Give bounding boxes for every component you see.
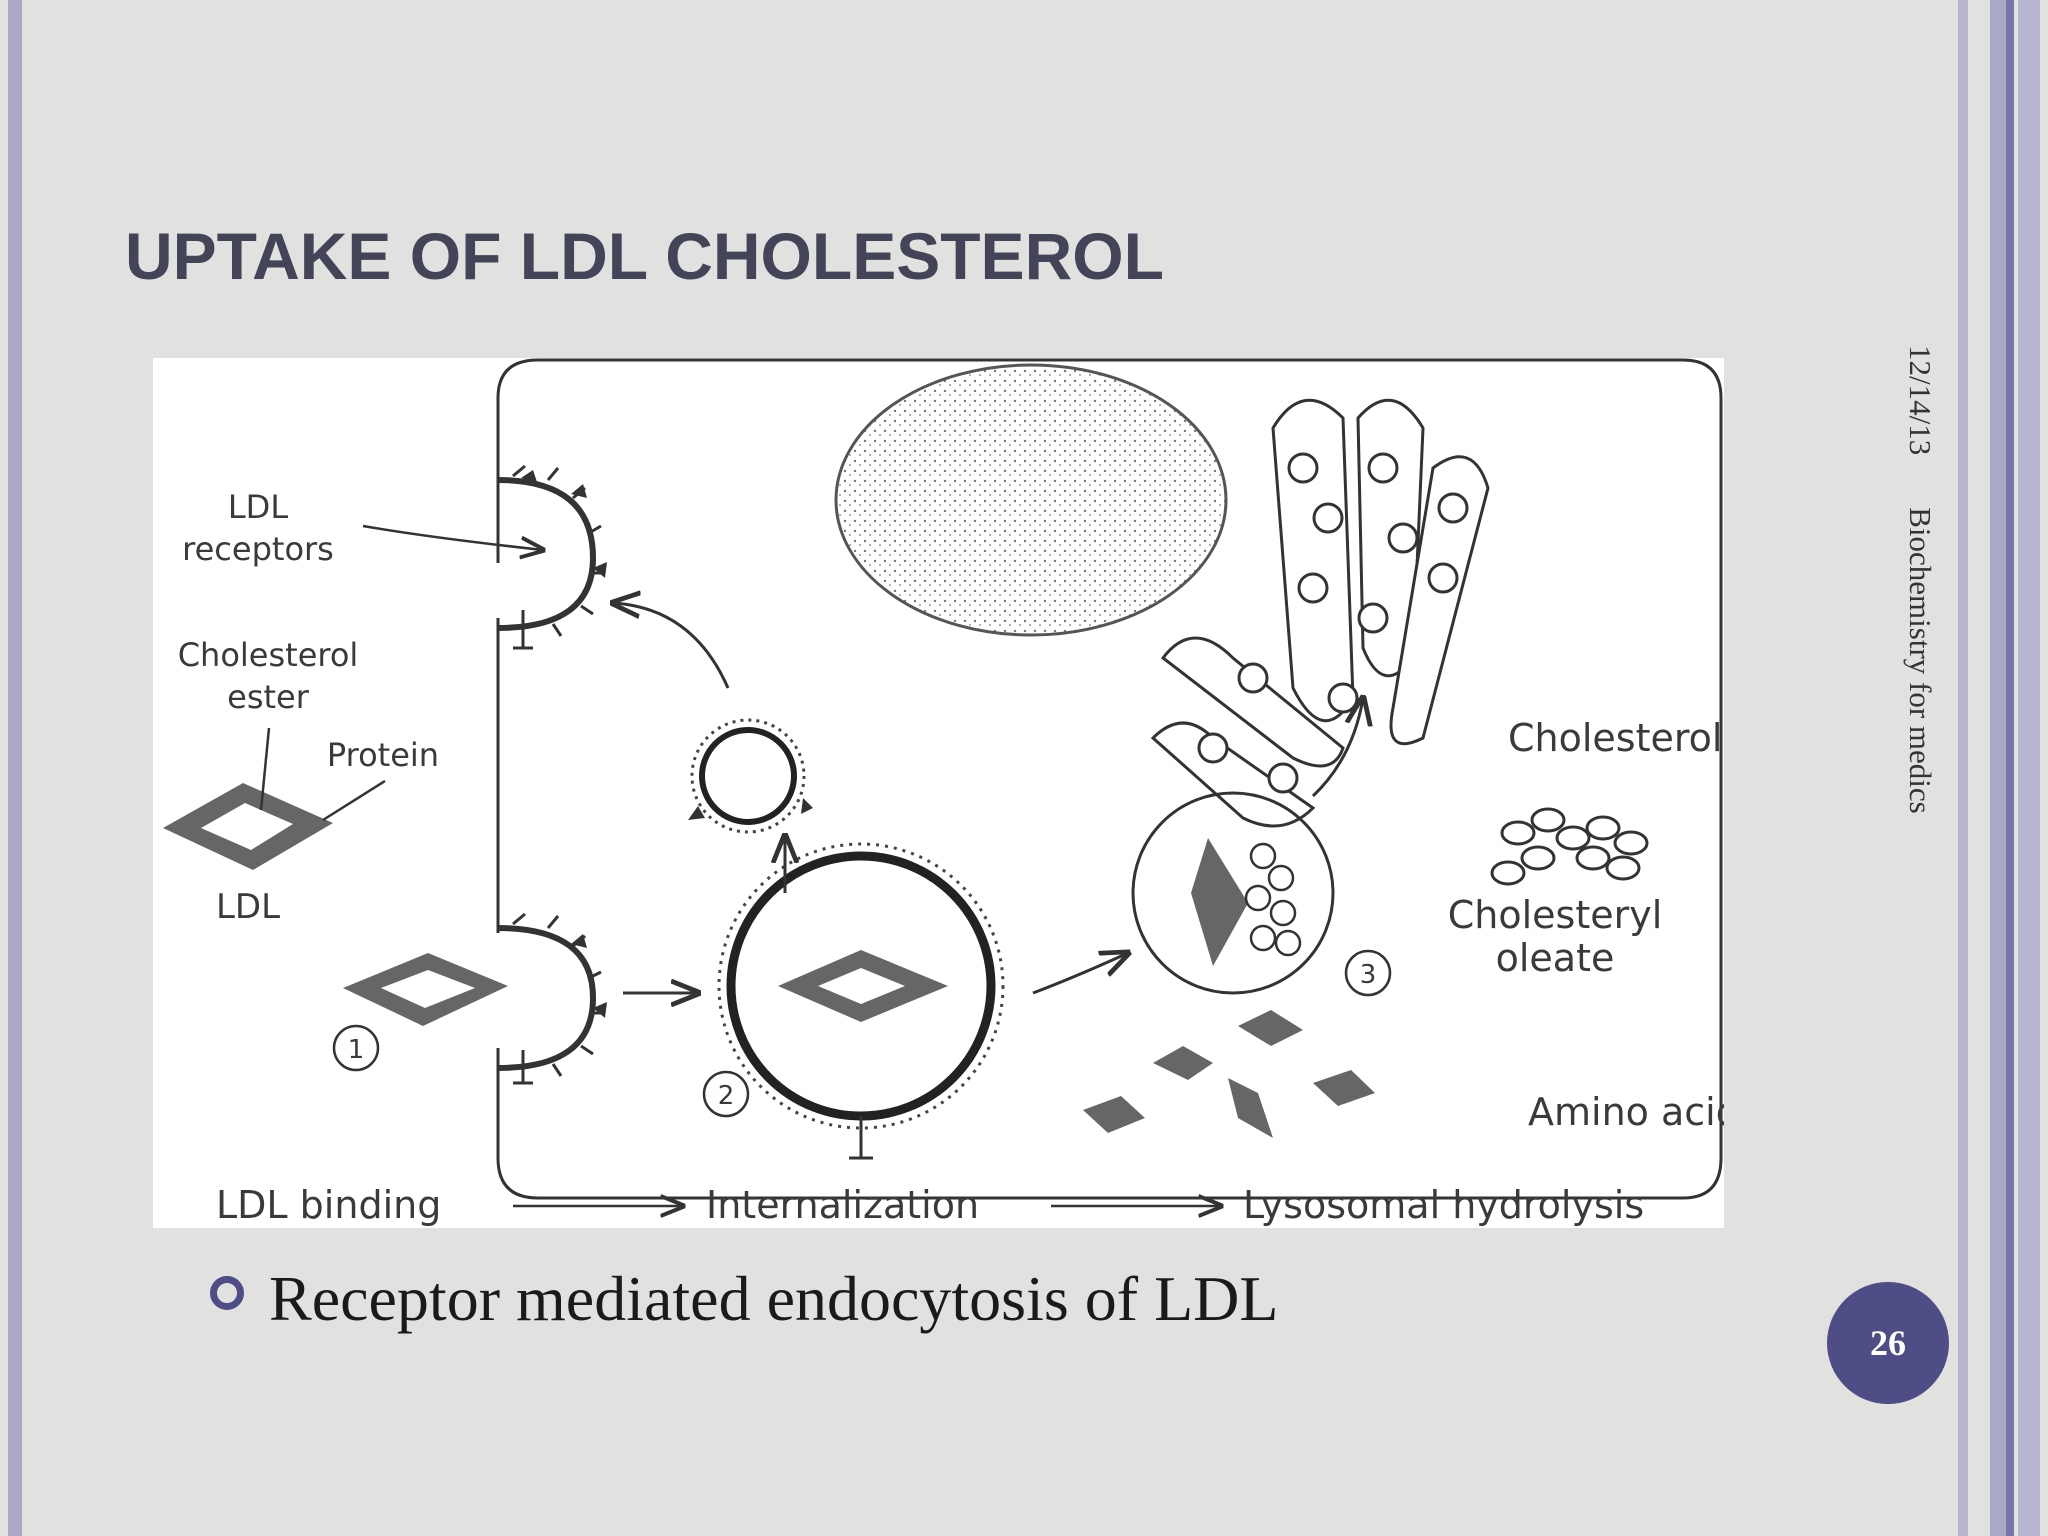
process-step-lysosomal-hydrolysis: Lysosomal hydrolysis [1243,1183,1644,1227]
step-2-marker [702,1070,750,1118]
endoplasmic-reticulum [1150,398,1490,828]
recycling-vesicle [688,718,813,834]
ldl-receptors-label-line2: receptors [182,530,334,568]
recycle-arrow [613,603,730,689]
bullet-text: Receptor mediated endocytosis of LDL [269,1263,1279,1334]
arrow [1311,698,1363,798]
side-border-stripe [2006,0,2014,1536]
arrow [1032,953,1128,995]
pointer-arrow [362,524,543,550]
nucleus [834,363,1228,637]
ldl-receptors-label-line1: LDL [228,488,288,526]
pointer-line [259,727,271,811]
side-border-stripe [8,0,22,1536]
side-border-stripe [1958,0,1968,1536]
process-step-internalization: Internalization [706,1183,979,1227]
step-1-marker [332,1024,380,1072]
step-3-number: 3 [1360,960,1377,990]
bullet-ring-icon [210,1276,244,1310]
protein-label: Protein [327,736,439,774]
page-number-badge: 26 [1827,1282,1949,1404]
step-2-number: 2 [718,1081,735,1111]
cholesterol-ester-label-line1: Cholesterol [178,636,359,674]
cell-membrane [496,358,1723,1200]
side-border-stripe [1990,0,2006,1536]
slide-title: UPTAKE OF LDL CHOLESTEROL [125,219,1164,293]
step-3-marker [1344,949,1392,997]
amino-acids-label: Amino acids [1528,1090,1724,1134]
lysosome [1131,791,1335,995]
pointer-line [322,779,386,822]
vertical-footer: 12/14/13Biochemistry for medics [1890,345,1950,905]
footer-text: Biochemistry for medics [1903,507,1938,814]
cholesterol-label: Cholesterol [1508,716,1722,760]
ldl-uptake-figure: LDL receptors Cholesterol ester Protein … [153,358,1724,1228]
cholesteryl-oleate-label-line1: Cholesteryl [1448,893,1663,937]
cholesteryl-oleate-droplets [1490,807,1649,886]
slide-date: 12/14/13 [1903,345,1938,456]
cholesterol-ester-label-line2: ester [227,678,310,716]
side-border-stripe [2018,0,2040,1536]
coated-vesicle [717,842,1005,1160]
cholesteryl-oleate-label-line2: oleate [1496,936,1615,980]
bullet-item: Receptor mediated endocytosis of LDL [210,1262,1278,1336]
amino-acid-fragments [1083,1010,1375,1138]
ldl-particle-legend [163,783,333,870]
step-1-number: 1 [348,1035,365,1065]
coated-pit-bottom [497,912,607,1085]
coated-pit-top [497,464,607,650]
ldl-label: LDL [216,887,280,927]
ldl-particle-step1 [343,953,508,1026]
process-step-ldl-binding: LDL binding [216,1183,441,1227]
ldl-uptake-diagram: LDL receptors Cholesterol ester Protein … [163,358,1724,1227]
